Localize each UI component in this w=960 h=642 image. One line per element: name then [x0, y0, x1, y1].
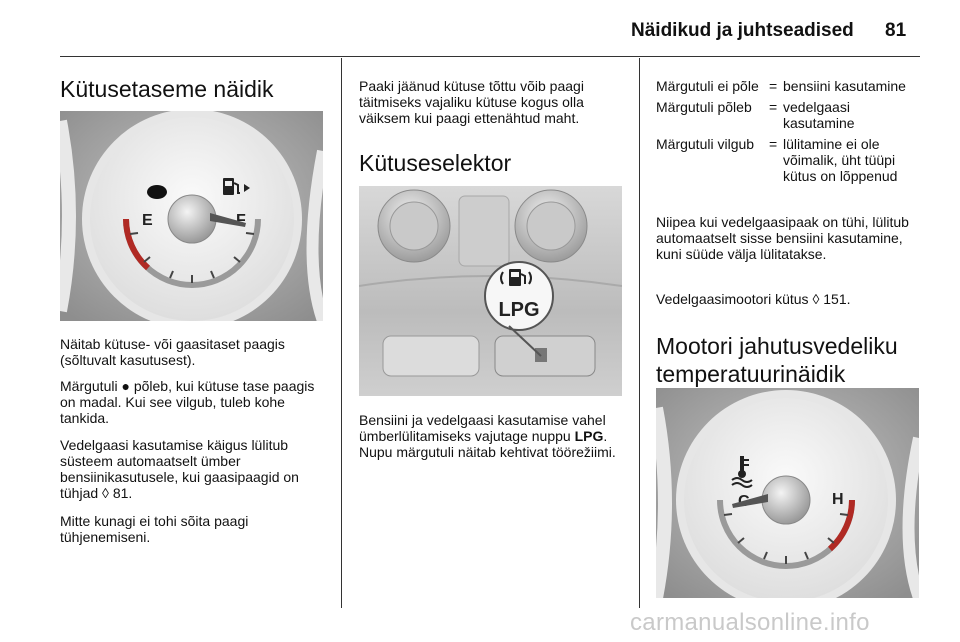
page-ref-icon: ◊: [102, 485, 109, 501]
fuel-gauge-empty-label: E: [142, 212, 153, 229]
lamp-status-def: vedelgaasi kasutamine: [783, 99, 855, 131]
header-rule: [60, 56, 920, 57]
fuel-gauge-full-label: F: [236, 212, 246, 229]
fuel-selector-p1: Bensiini ja vedelgaasi kasutamise vahel …: [359, 412, 624, 460]
fuel-gauge-p2: Märgutuli ● põleb, kui kütuse tase paagi…: [60, 378, 323, 426]
fuel-gauge-p4: Mitte kunagi ei tohi sõita paagi tühjene…: [60, 513, 249, 545]
lamp-status-row: Märgutuli vilgub = lülitamine ei ole või…: [656, 136, 921, 189]
fuel-selector-figure: LPG: [359, 186, 622, 396]
fuel-gauge-needle: [210, 213, 246, 227]
coolant-gauge-heading: Mootori jahutusvedeliku temperatuurinäid…: [656, 333, 898, 387]
lamp-status-term: Märgutuli vilgub: [656, 136, 755, 152]
fuel-gauge-heading: Kütusetaseme näidik: [60, 76, 274, 102]
column-divider-2: [639, 58, 640, 608]
fuel-gauge-p3: Vedelgaasi kasutamise käigus lülitub süs…: [60, 437, 323, 501]
column-divider-1: [341, 58, 342, 608]
lpg-fuel-icon: [500, 269, 532, 286]
watermark: carmanualsonline.info: [630, 609, 870, 636]
p3-text: Vedelgaasi kasutamise käigus lülitub süs…: [60, 437, 299, 501]
fuel-warning-lamp-icon: [147, 185, 167, 199]
lamp-status-row: Märgutuli ei põle = bensiini kasutamine: [656, 78, 921, 99]
col3-p2: Vedelgaasimootori kütus ◊ 151.: [656, 291, 921, 307]
lpg-bold-label: LPG: [574, 428, 604, 444]
selector-p1-a: Bensiini ja vedelgaasi kasutamise vahel …: [359, 412, 606, 444]
col3-p2-ref: 151.: [819, 291, 851, 307]
lpg-button-callout: LPG: [484, 261, 554, 357]
col2-intro: Paaki jäänud kütuse tõttu võib paagi täi…: [359, 78, 584, 126]
lamp-status-eq: =: [769, 136, 778, 152]
lpg-button-label: LPG: [498, 299, 539, 321]
coolant-gauge-needle: [732, 494, 768, 508]
p2-text-a: Märgutuli: [60, 378, 122, 394]
p3-ref: 81.: [108, 485, 133, 501]
col3-p2-text: Vedelgaasimootori kütus: [656, 291, 813, 307]
low-fuel-lamp-icon: ●: [121, 378, 130, 394]
lamp-status-def: lülitamine ei ole võimalik, üht tüüpi kü…: [783, 136, 898, 184]
coolant-gauge-figure: C H: [656, 388, 919, 598]
col3-p1: Niipea kui vedelgaasipaak on tühi, lülit…: [656, 214, 909, 262]
lamp-status-def: bensiini kasutamine: [783, 78, 906, 94]
coolant-gauge-hot-label: H: [832, 491, 844, 508]
lamp-status-table: Märgutuli ei põle = bensiini kasutamine …: [656, 78, 921, 189]
page-ref-icon: ◊: [812, 291, 820, 307]
page-number: 81: [885, 20, 907, 41]
coolant-temperature-icon: [731, 456, 753, 488]
lamp-status-row: Märgutuli põleb = vedelgaasi kasutamine: [656, 99, 921, 136]
fuel-gauge-p1: Näitab kütuse- või gaasitaset paagis (sõ…: [60, 336, 285, 368]
fuel-pump-icon: [223, 178, 250, 195]
fuel-gauge-figure: E F: [60, 111, 323, 321]
lamp-status-eq: =: [769, 99, 778, 115]
p2-text-b: põleb, kui kütuse tase paagis on madal. …: [60, 378, 315, 426]
selector-p1-b: . Nupu märgutuli näitab kehtivat tööreži…: [359, 428, 616, 460]
fuel-selector-heading: Kütuseselektor: [359, 150, 512, 176]
header-title: Näidikud ja juhtseadised: [631, 20, 854, 41]
lamp-status-term: Märgutuli ei põle: [656, 78, 759, 94]
lamp-status-term: Märgutuli põleb: [656, 99, 752, 115]
lamp-status-eq: =: [769, 78, 778, 94]
